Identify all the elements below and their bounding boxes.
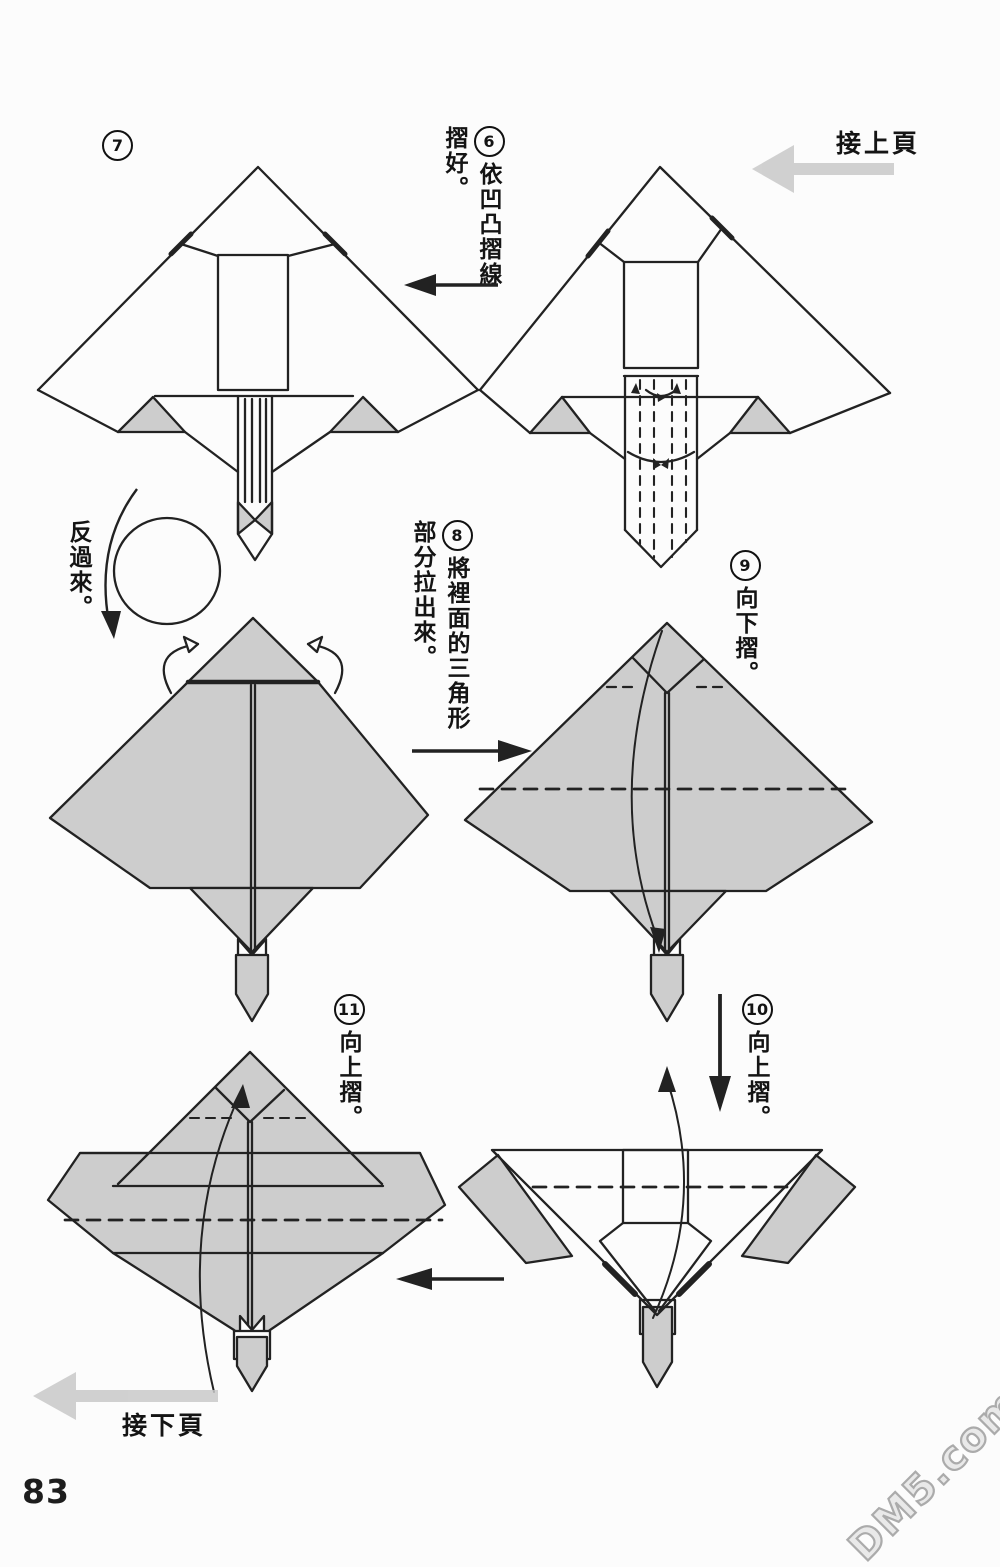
step9-text: 向下摺。 (732, 586, 758, 686)
page-number: 83 (22, 1472, 70, 1511)
step10-instruction: 10 向上摺。 (734, 994, 774, 1144)
figure-step8 (48, 616, 430, 1023)
step6-instruction: 6依凹凸摺線摺好。 (434, 126, 506, 292)
step10-number: 10 (741, 994, 773, 1025)
next-page-label: 接下頁 (122, 1412, 207, 1440)
prev-page-label: 接上頁 (836, 130, 921, 158)
step6-text: 依凹凸摺線摺好。 (442, 126, 502, 287)
step9-instruction: 9 向下摺。 (722, 550, 762, 700)
flip-note: 反過來。 (66, 520, 92, 620)
figure-step9 (463, 621, 874, 1023)
turn-over-rotation-icon (101, 488, 222, 639)
step8-instruction: 8將裡面的三角形部分拉出來。 (402, 520, 474, 736)
step11-number: 11 (333, 994, 365, 1025)
step8-number: 8 (441, 520, 473, 551)
prev-page-arrow-icon (752, 145, 894, 193)
figure-step6 (478, 165, 892, 569)
fold-result-arrow-left-icon (404, 274, 498, 296)
step10-text: 向上摺。 (744, 1030, 770, 1130)
figure-step11 (46, 1050, 447, 1393)
next-page-arrow-icon (33, 1372, 218, 1420)
step11-instruction: 11 向上摺。 (326, 994, 366, 1144)
pull-out-arrow-right-icon (412, 740, 532, 762)
step9-number: 9 (729, 550, 761, 581)
fold-result-arrow-left-bottom-icon (396, 1268, 504, 1290)
step11-text: 向上摺。 (336, 1030, 362, 1130)
step6-number: 6 (473, 126, 505, 157)
step7-number: 7 (102, 130, 133, 161)
figure-step7 (36, 165, 480, 562)
figure-step10 (457, 1066, 857, 1389)
fold-result-arrow-down-icon (709, 994, 731, 1112)
step8-text: 將裡面的三角形部分拉出來。 (410, 520, 470, 731)
